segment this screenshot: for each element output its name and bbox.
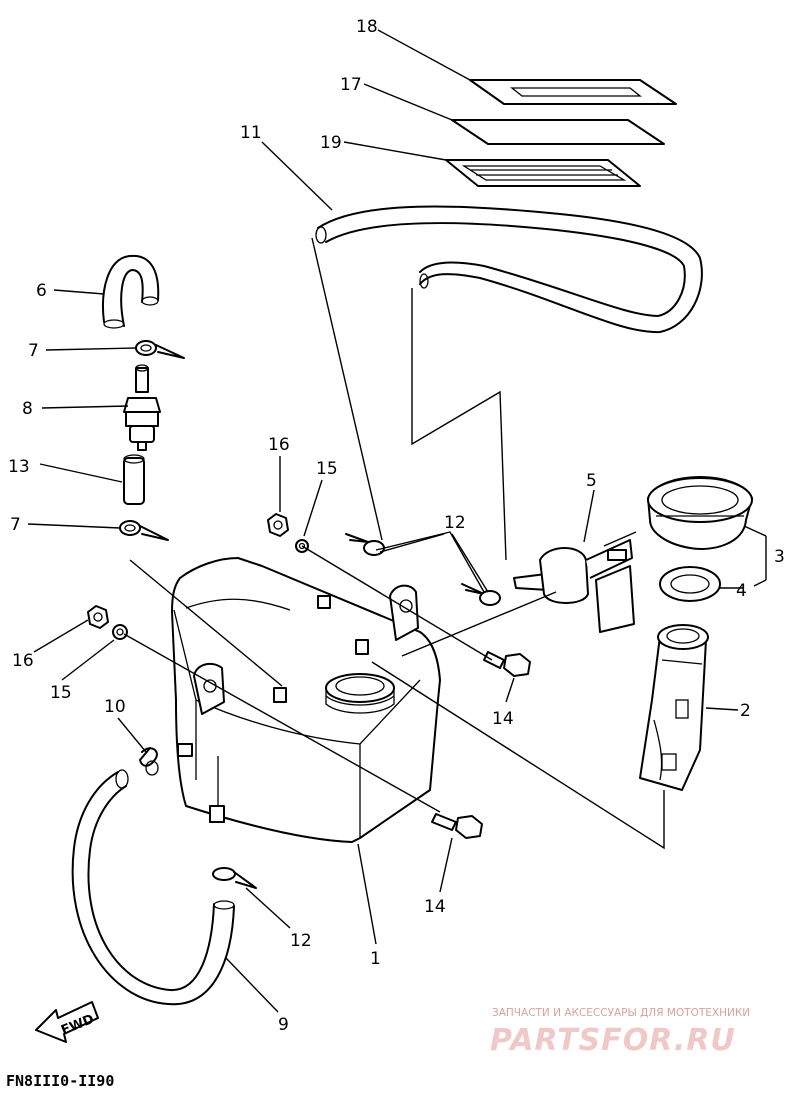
clip-12-lower [212, 867, 257, 889]
callout-11: 11 [240, 123, 262, 143]
callout-7-upper: 7 [28, 341, 39, 361]
nut-16-upper [267, 513, 289, 537]
clip-7-upper [135, 340, 185, 359]
hose-9 [71, 769, 235, 1006]
callout-15-lower: 15 [50, 683, 72, 703]
decal-19 [445, 159, 641, 187]
bolt-14-lower [431, 813, 483, 839]
hose-11 [315, 205, 703, 334]
callout-3: 3 [774, 547, 785, 567]
callout-12-upper: 12 [444, 513, 466, 533]
clip-12-upper-b [461, 583, 501, 606]
callout-numbers: 18 17 19 11 6 7 8 13 7 16 15 12 5 3 4 2 … [8, 17, 785, 1035]
callout-15-upper: 15 [316, 459, 338, 479]
decal-18 [469, 79, 677, 105]
breather-valve-8 [123, 364, 161, 451]
callout-8: 8 [22, 399, 33, 419]
callout-4: 4 [736, 581, 747, 601]
decal-17 [451, 119, 665, 145]
callout-9: 9 [278, 1015, 289, 1035]
watermark-tagline: ЗАПЧАСТИ И АКСЕССУАРЫ ДЛЯ МОТОТЕХНИКИ [492, 1007, 750, 1019]
washer-15-lower [112, 624, 128, 640]
hose-13 [123, 454, 145, 505]
assembly-lines [123, 237, 665, 850]
callout-2: 2 [740, 701, 751, 721]
callout-13: 13 [8, 457, 30, 477]
watermark: ЗАПЧАСТИ И АКСЕССУАРЫ ДЛЯ МОТОТЕХНИКИ PA… [490, 1007, 750, 1058]
filler-strainer-2 [639, 624, 709, 791]
fwd-arrow: FWD [35, 1001, 99, 1043]
callout-19: 19 [320, 133, 342, 153]
fuel-tank-1 [171, 557, 441, 843]
callout-14-lower: 14 [424, 897, 446, 917]
diagram-code: FN8III0-II90 [6, 1072, 114, 1090]
callout-12-lower: 12 [290, 931, 312, 951]
callout-16-lower: 16 [12, 651, 34, 671]
gasket-4 [659, 566, 721, 602]
callout-1: 1 [370, 949, 381, 969]
callout-10: 10 [104, 697, 126, 717]
watermark-brand: PARTSFOR.RU [490, 1023, 736, 1058]
callout-17: 17 [340, 75, 362, 95]
bolt-14-upper [483, 651, 531, 677]
callout-18: 18 [356, 17, 378, 37]
leader-lines [27, 29, 767, 1013]
callout-16-upper: 16 [268, 435, 290, 455]
callout-6: 6 [36, 281, 47, 301]
bracket-5 [513, 531, 637, 633]
clip-12-upper-a [345, 533, 385, 556]
callout-5: 5 [586, 471, 597, 491]
nut-16-lower [87, 605, 109, 629]
callout-7-lower: 7 [10, 515, 21, 535]
clip-10 [139, 747, 159, 776]
hose-6 [102, 254, 160, 329]
clip-7-lower [119, 520, 169, 541]
fuel-cap [647, 476, 753, 550]
callout-14-upper: 14 [492, 709, 514, 729]
